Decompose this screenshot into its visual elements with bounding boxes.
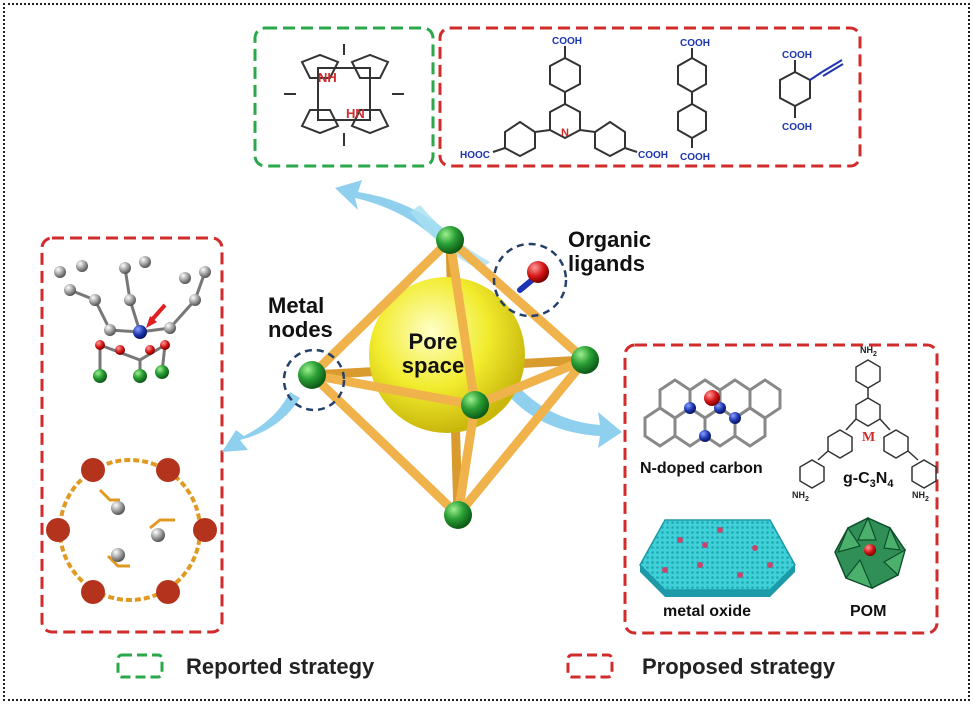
bipy-cooh-top: COOH [680, 38, 710, 49]
reported-porphyrin-box [253, 26, 435, 168]
ethynyl-terephthalic-ligand [779, 59, 844, 118]
bipy-cooh-bottom: COOH [680, 152, 710, 163]
legend-reported-text: Reported strategy [186, 654, 375, 679]
ligand-bond [517, 277, 535, 293]
n-doped-carbon-model [643, 378, 782, 448]
ethynyl-cooh-bottom: COOH [782, 122, 812, 133]
organic-ligand-highlight [492, 242, 568, 318]
porphyrin-nh-label: NH [318, 70, 337, 85]
legend-reported-marker [116, 653, 164, 679]
porphyrin-hn-label: HN [346, 106, 365, 121]
proposed-metal-nodes-box [40, 236, 224, 634]
terpy-hooc-left: HOOC [460, 150, 490, 161]
bipyridine-ligand [677, 48, 707, 148]
legend-proposed-marker [566, 653, 614, 679]
proposed-materials-box [623, 343, 939, 635]
arrow-to-materials-box [495, 370, 622, 448]
metal-nodes-label: Metal nodes [268, 293, 333, 343]
proposed-ligands-box [438, 26, 862, 168]
figure-frame [3, 3, 970, 701]
metal-node-top [436, 226, 464, 254]
terpy-cooh-right: COOH [638, 150, 668, 161]
legend-proposed-text: Proposed strategy [642, 654, 836, 679]
gcn-nh2-top: NH2 [860, 345, 877, 358]
terpy-cooh-top: COOH [552, 36, 582, 47]
pom-label: POM [850, 603, 887, 620]
g-c3n4-label: g-C3N4 [843, 470, 894, 491]
metal-oxide-label: metal oxide [663, 603, 752, 620]
pore-space-label: Pore space [401, 329, 465, 379]
gcn-nh2-right: NH2 [912, 490, 929, 503]
organic-ligands-label: Organic ligands [568, 227, 652, 277]
porphyrin-structure [284, 44, 404, 146]
metal-oxide-model [639, 519, 796, 597]
metal-node-front [461, 391, 489, 419]
g-c3n4-structure [799, 359, 937, 489]
gcn-nh2-left: NH2 [792, 490, 809, 503]
arrow-to-metal-box [222, 392, 300, 452]
terpy-n-center: N [561, 127, 569, 139]
metal-node-right [571, 346, 599, 374]
single-atom-cluster-model [54, 256, 211, 383]
n-doped-carbon-label: N-doped carbon [640, 460, 763, 477]
metal-node-left [298, 361, 326, 389]
ethynyl-cooh-top: COOH [782, 50, 812, 61]
ligand-functional-atom [527, 261, 549, 283]
pom-cluster-model [834, 516, 906, 590]
octahedral-mof-cage [298, 226, 599, 529]
porous-cage-model [46, 458, 217, 604]
metal-node-bottom [444, 501, 472, 529]
gcn-metal-label: M [862, 430, 875, 445]
metal-node-highlight [282, 348, 346, 412]
terpyridine-ligand [492, 46, 638, 158]
